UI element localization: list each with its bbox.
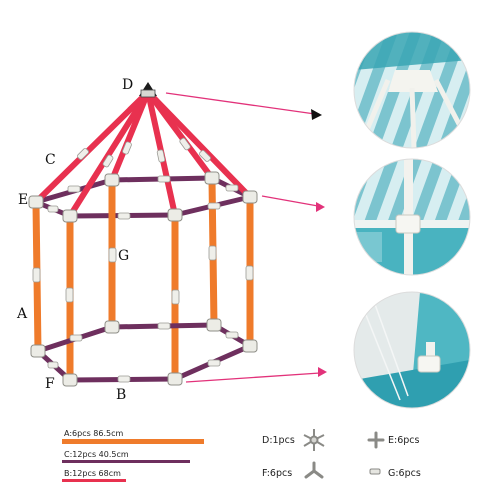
legend-c-bar <box>62 460 190 463</box>
e-connectors <box>28 171 258 223</box>
arrow-apex-head <box>311 109 322 120</box>
connector-parts: D:1pcs E:6pcs F:6pcs G:6pcs <box>262 429 421 479</box>
roof-poles <box>33 89 253 219</box>
label-c: C <box>45 152 56 168</box>
tent-frame <box>28 82 258 387</box>
part-f-text: F:6pcs <box>262 468 292 479</box>
arrow-bottom-joint <box>185 372 321 383</box>
label-f: F <box>45 376 55 392</box>
label-b: B <box>116 387 126 403</box>
arrow-apex <box>165 92 316 115</box>
label-e: E <box>18 192 28 208</box>
pole-legend: A:6pcs 86.5cm C:12pcs 40.5cm B:12pcs 68c… <box>62 429 204 482</box>
hub-connector-icon <box>303 429 325 451</box>
apex-hub <box>139 82 157 98</box>
arrow-bottom-joint-head <box>318 367 327 377</box>
sleeve-connector-icon <box>369 468 381 475</box>
detail-photo-apex <box>353 31 471 149</box>
label-g: G <box>118 248 129 264</box>
arrow-top-joint-head <box>316 202 325 212</box>
detail-photo-bottom-joint <box>353 291 471 409</box>
part-labels: D C E G A F B <box>16 77 133 403</box>
part-d-text: D:1pcs <box>262 435 295 446</box>
g-connectors <box>32 137 254 383</box>
label-d: D <box>122 77 133 93</box>
part-g-text: G:6pcs <box>388 468 421 479</box>
f-connectors <box>30 318 258 387</box>
legend-a-bar <box>62 439 204 444</box>
legend-b-bar <box>62 479 126 482</box>
detail-photo-top-joint <box>353 158 471 276</box>
legend-b-text: B:12pcs 68cm <box>64 469 121 478</box>
legend-a-text: A:6pcs 86.5cm <box>64 429 124 438</box>
detail-arrows <box>165 92 327 383</box>
cross-connector-icon <box>367 431 385 449</box>
y-connector-icon <box>304 461 324 479</box>
legend-c-text: C:12pcs 40.5cm <box>64 450 129 459</box>
arrow-top-joint <box>261 195 319 207</box>
label-a: A <box>16 306 28 322</box>
part-e-text: E:6pcs <box>388 435 420 446</box>
